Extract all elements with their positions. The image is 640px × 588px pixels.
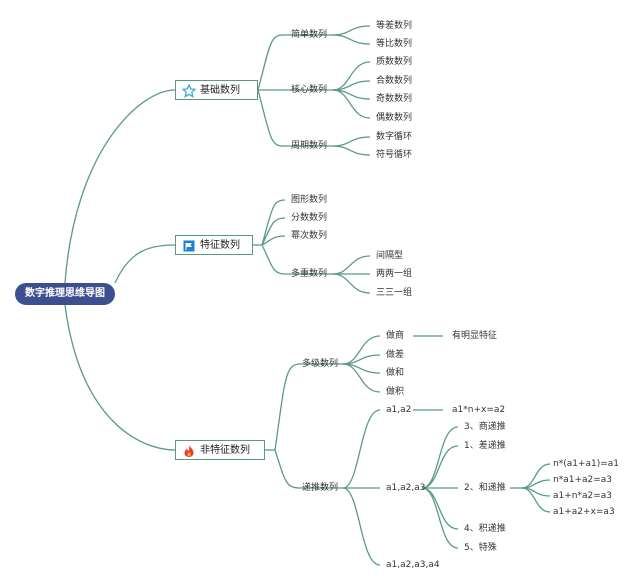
connector-root-nonfeature bbox=[64, 304, 176, 451]
category-label: 特征数列 bbox=[200, 240, 240, 251]
list-item: 5、特殊 bbox=[464, 543, 497, 553]
list-item: 做商 bbox=[386, 331, 405, 341]
connector-root-basic bbox=[64, 89, 176, 284]
group-recursive: 递推数列 bbox=[302, 483, 339, 493]
list-item: 图形数列 bbox=[291, 195, 328, 205]
formula: a1+n*a2=a3 bbox=[553, 491, 613, 501]
list-item: 等比数列 bbox=[376, 39, 413, 49]
list-item: a1,a2,a3,a4 bbox=[386, 560, 440, 570]
formula: n*(a1+a1)=a1 bbox=[553, 459, 620, 469]
note: a1*n+x=a2 bbox=[452, 405, 506, 415]
category-label: 基础数列 bbox=[200, 85, 240, 96]
formula: n*a1+a2=a3 bbox=[553, 475, 613, 485]
note: 有明显特征 bbox=[452, 331, 498, 341]
category-label: 非特征数列 bbox=[200, 445, 250, 456]
list-item: 3、商递推 bbox=[464, 422, 506, 432]
list-item: a1,a2,a3 bbox=[386, 483, 426, 493]
list-item: 2、和递推 bbox=[464, 483, 506, 493]
list-item: 间隔型 bbox=[376, 251, 404, 261]
group-simple: 简单数列 bbox=[291, 30, 328, 40]
list-item: 三三一组 bbox=[376, 288, 413, 298]
list-item: 两两一组 bbox=[376, 269, 413, 279]
list-item: 1、差递推 bbox=[464, 441, 506, 451]
formula: a1+a2+x=a3 bbox=[553, 507, 615, 517]
list-item: 分数数列 bbox=[291, 213, 328, 223]
flag-icon bbox=[183, 240, 195, 252]
list-item: 奇数数列 bbox=[376, 94, 413, 104]
root-node[interactable]: 数字推理思维导图 bbox=[15, 283, 115, 305]
category-nonfeature[interactable]: 非特征数列 bbox=[175, 440, 265, 460]
category-feature[interactable]: 特征数列 bbox=[175, 235, 253, 255]
list-item: 数字循环 bbox=[376, 132, 413, 142]
fire-icon bbox=[184, 445, 194, 457]
group-multi: 多重数列 bbox=[291, 269, 328, 279]
list-item: 做和 bbox=[386, 368, 405, 378]
list-item: 做积 bbox=[386, 387, 405, 397]
list-item: 做差 bbox=[386, 350, 405, 360]
group-core: 核心数列 bbox=[291, 85, 328, 95]
group-period: 周期数列 bbox=[291, 141, 328, 151]
list-item: 质数数列 bbox=[376, 57, 413, 67]
star-icon bbox=[182, 84, 196, 98]
list-item: a1,a2 bbox=[386, 405, 412, 415]
category-basic[interactable]: 基础数列 bbox=[175, 80, 258, 100]
connector-root-feature bbox=[114, 244, 176, 284]
list-item: 幂次数列 bbox=[291, 231, 328, 241]
list-item: 4、积递推 bbox=[464, 524, 506, 534]
list-item: 符号循环 bbox=[376, 150, 413, 160]
list-item: 偶数数列 bbox=[376, 113, 413, 123]
connector-basic-period bbox=[257, 89, 333, 147]
group-multilevel: 多级数列 bbox=[302, 359, 339, 369]
list-item: 合数数列 bbox=[376, 76, 413, 86]
connector-basic-simple bbox=[257, 34, 333, 91]
list-item: 等差数列 bbox=[376, 21, 413, 31]
